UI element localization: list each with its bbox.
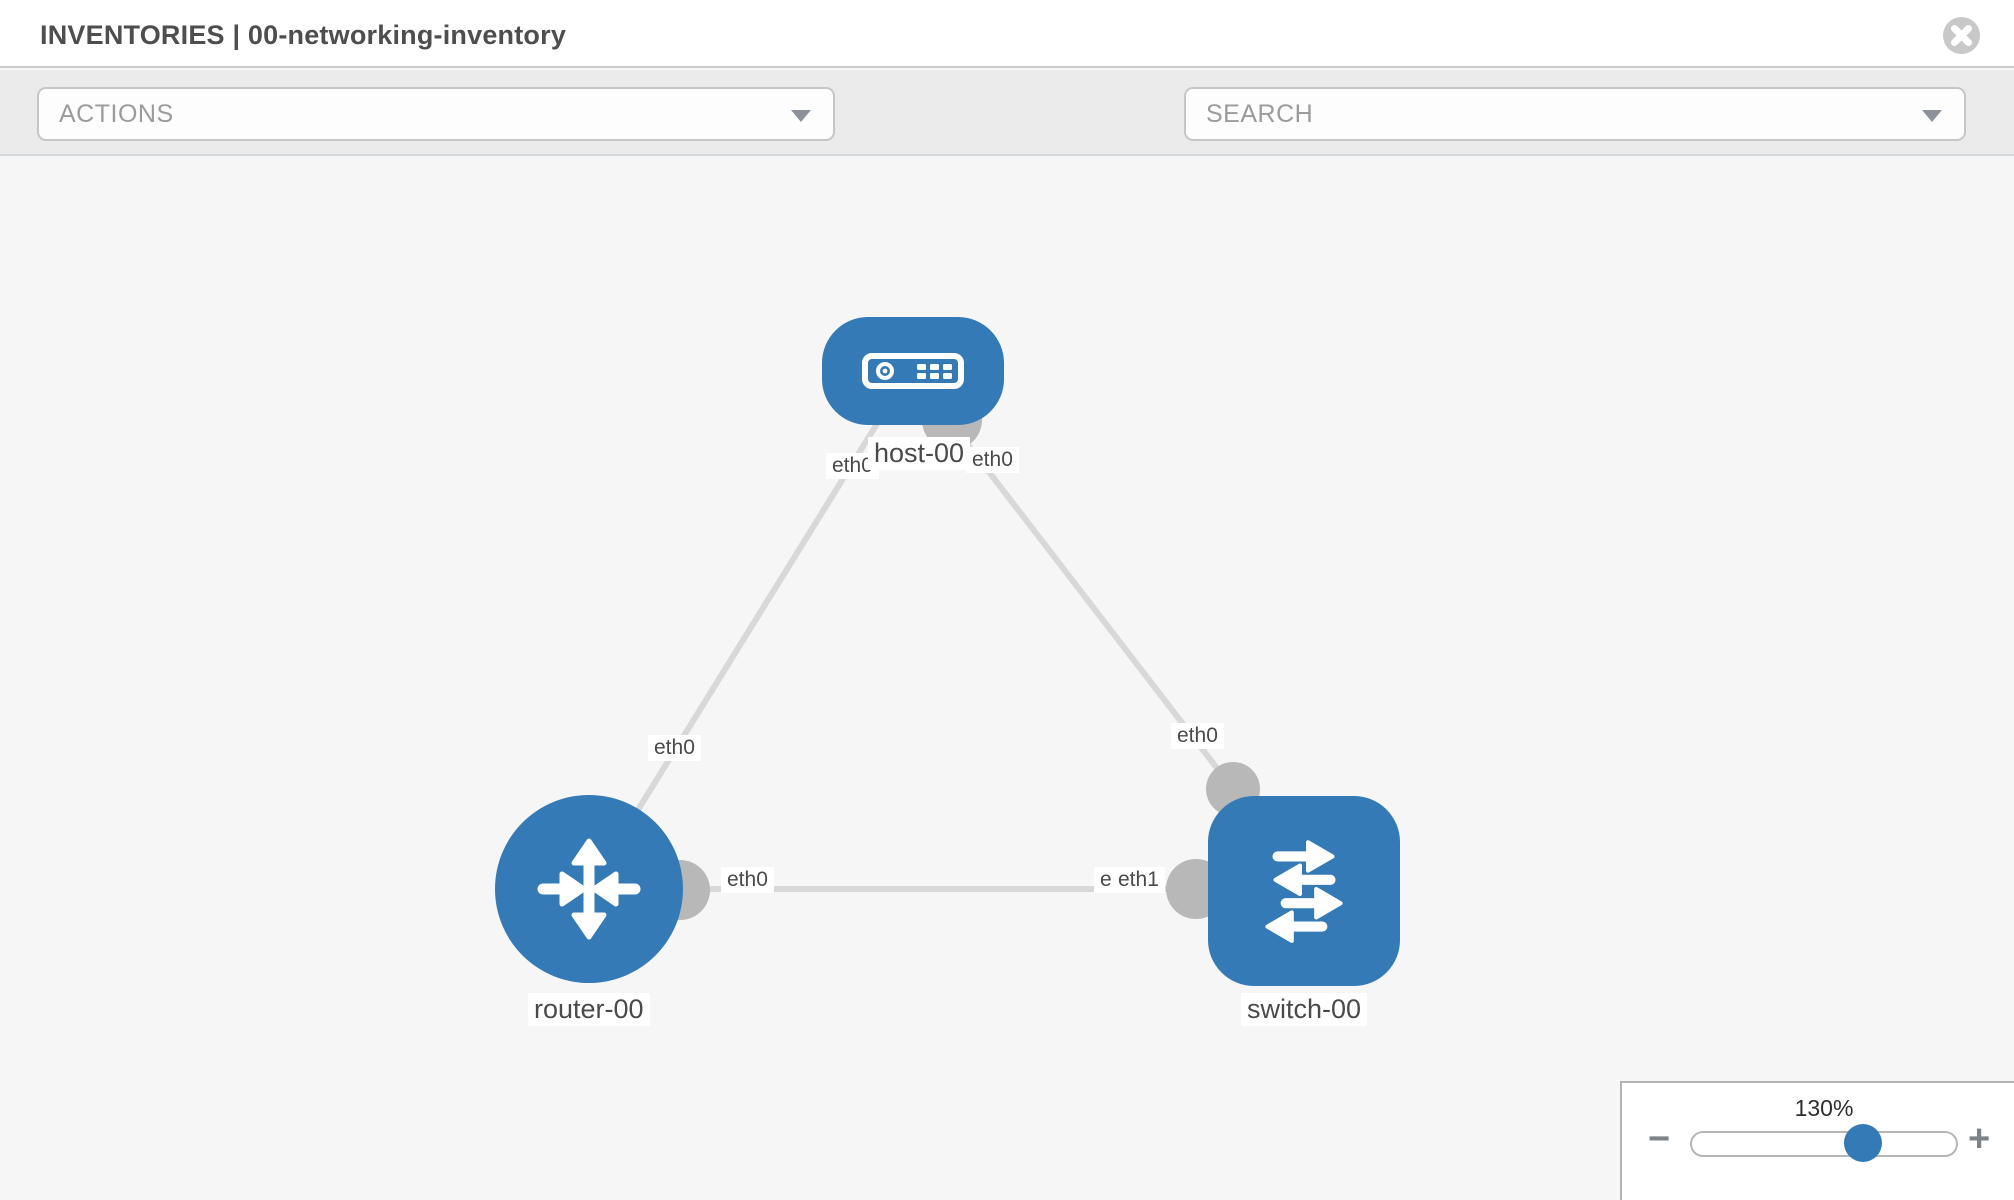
topology-links-layer (586, 390, 1260, 920)
node-switch-00[interactable] (1208, 796, 1400, 986)
node-label-switch-00: switch-00 (1241, 993, 1368, 1026)
topology-canvas[interactable]: host-00 router-00 switch-00 eth0 eth0 et… (0, 156, 2014, 1200)
zoom-slider-track[interactable] (1690, 1131, 1958, 1157)
search-dropdown-label: SEARCH (1206, 99, 1314, 128)
interface-label-router-eth0-uplink: eth0 (648, 735, 701, 761)
node-router-00[interactable] (495, 795, 683, 983)
actions-dropdown-label: ACTIONS (59, 99, 174, 128)
interface-label-switch-eth1: eth1 (1112, 867, 1165, 893)
close-icon[interactable] (1943, 17, 1980, 54)
interface-label-host-eth0-right: eth0 (966, 447, 1019, 473)
zoom-in-button[interactable]: + (1968, 1118, 1991, 1160)
actions-dropdown[interactable]: ACTIONS (37, 87, 835, 141)
host-icon (862, 353, 964, 389)
zoom-slider-knob[interactable] (1844, 1124, 1882, 1162)
toolbar: ACTIONS SEARCH (0, 70, 2014, 203)
dropdown-arrow-icon (791, 110, 811, 122)
interface-label-switch-eth0-uplink: eth0 (1171, 723, 1224, 749)
zoom-control-panel: 130% − + (1620, 1081, 2014, 1200)
zoom-out-button[interactable]: − (1648, 1118, 1671, 1160)
node-host-00[interactable] (822, 317, 1004, 425)
zoom-level-value: 130% (1794, 1095, 1854, 1121)
page-title: INVENTORIES | 00-networking-inventory (40, 20, 567, 50)
interface-label-router-eth0-horizontal: eth0 (721, 867, 774, 893)
switch-icon (1265, 840, 1343, 943)
node-label-host-00: host-00 (868, 437, 971, 470)
header-bar: INVENTORIES | 00-networking-inventory (0, 0, 2014, 68)
router-icon (537, 838, 641, 940)
node-label-router-00: router-00 (528, 993, 650, 1026)
dropdown-arrow-icon (1922, 110, 1942, 122)
search-dropdown[interactable]: SEARCH (1184, 87, 1966, 141)
